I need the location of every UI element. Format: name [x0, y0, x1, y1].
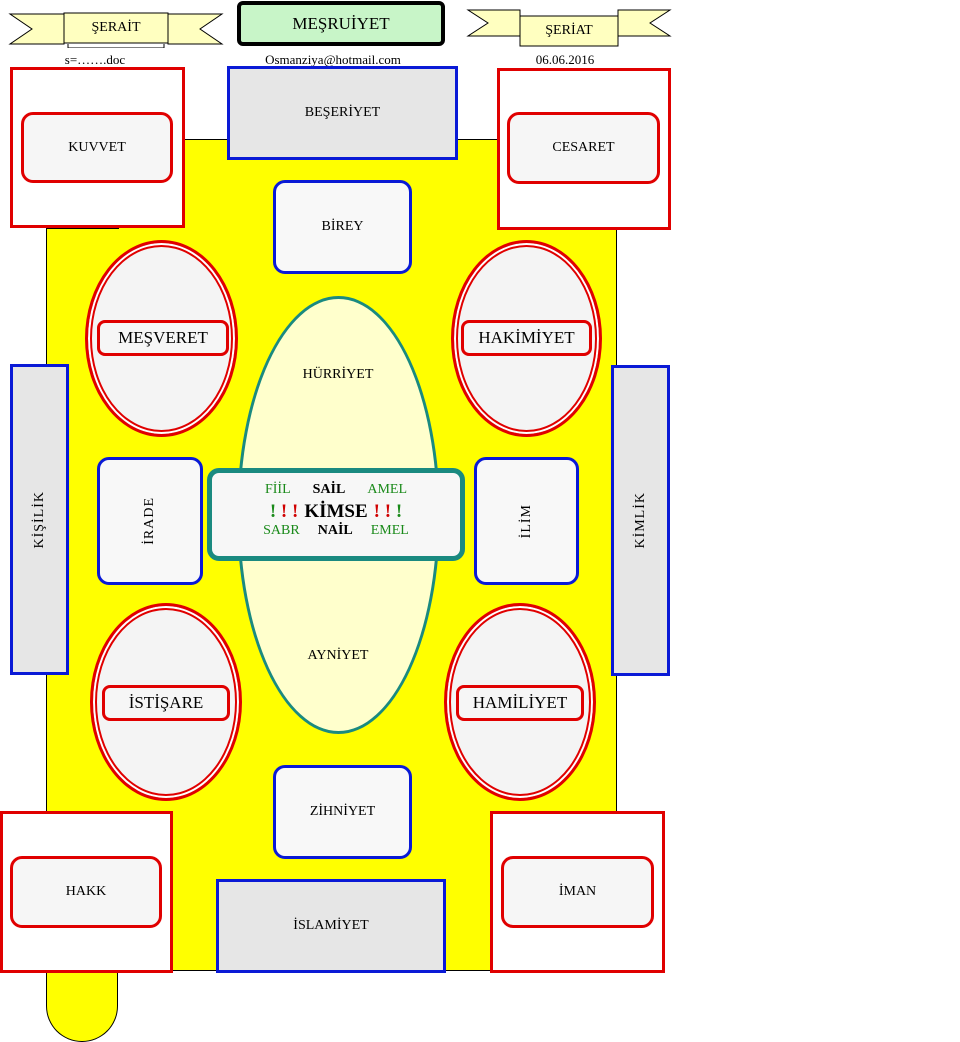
box-islamiyet: İSLAMİYET [216, 879, 446, 973]
box-irade: İRADE [97, 457, 203, 585]
label-istisare: İSTİŞARE [102, 685, 230, 721]
left-caption: s=…….doc [64, 52, 126, 67]
core-kimse: KİMSE [304, 501, 368, 522]
box-kimlik-label: KİMLİK [632, 492, 648, 549]
box-zihniyet: ZİHNİYET [273, 765, 412, 859]
left-ribbon-banner [8, 12, 224, 48]
core-emel: EMEL [370, 523, 409, 538]
box-kisilik: KİŞİLİK [10, 364, 69, 675]
core-sail: SAİL [312, 482, 346, 497]
core-row-3: SABR NAİL EMEL [212, 523, 460, 541]
core-marks-left: ! ! ! [269, 501, 299, 522]
corner-box-iman: İMAN [501, 856, 654, 928]
right-banner-label: ŞERİAT [545, 23, 593, 38]
date-caption: 06.06.2016 [535, 52, 595, 67]
box-kisilik-label: KİŞİLİK [31, 490, 47, 549]
core-amel: AMEL [367, 482, 408, 497]
label-ayniyet: AYNİYET [307, 648, 369, 663]
core-row-2: ! ! ! KİMSE ! ! ! [212, 500, 460, 524]
label-hamiliyet: HAMİLİYET [456, 685, 584, 721]
corner-box-cesaret: CESARET [507, 112, 660, 184]
core-nail: NAİL [317, 523, 353, 538]
core-box [207, 468, 465, 561]
box-ilim-label: İLİM [518, 503, 534, 539]
left-banner-label: ŞERAİT [91, 20, 141, 35]
yellow-left-tail [46, 970, 118, 1042]
core-sabr: SABR [263, 523, 300, 538]
corner-box-hakk: HAKK [10, 856, 162, 928]
core-marks-right: ! ! ! [373, 501, 403, 522]
right-ribbon-banner [466, 9, 672, 47]
box-kimlik: KİMLİK [611, 365, 670, 676]
core-row-1: FİİL SAİL AMEL [212, 482, 460, 500]
label-hakimiyet: HAKİMİYET [461, 320, 592, 356]
label-mesveret: MEŞVERET [97, 320, 229, 356]
box-ilim: İLİM [474, 457, 579, 585]
corner-box-kuvvet: KUVVET [21, 112, 173, 183]
box-beseriyet: BEŞERİYET [227, 66, 458, 160]
page-title: MEŞRUİYET [237, 1, 445, 46]
email-caption: Osmanziya@hotmail.com [265, 52, 401, 67]
core-fiil: FİİL [264, 482, 291, 497]
label-hurriyet: HÜRRİYET [302, 367, 374, 382]
box-birey: BİREY [273, 180, 412, 274]
box-irade-label: İRADE [142, 497, 157, 545]
